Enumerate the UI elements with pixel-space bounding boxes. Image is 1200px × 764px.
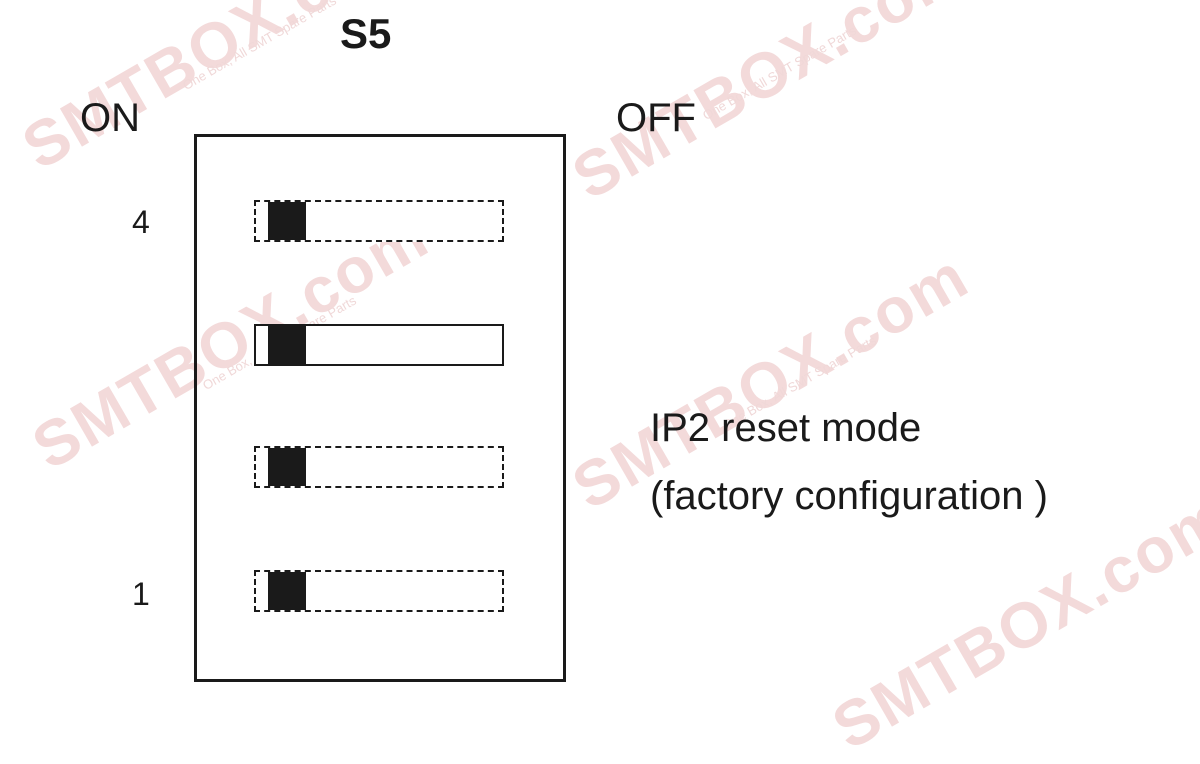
switch-1-knob-on <box>268 572 306 610</box>
switch-2-knob-on <box>268 448 306 486</box>
switch-4-knob-on <box>268 202 306 240</box>
diagram-title: S5 <box>340 10 392 57</box>
switch-housing <box>194 134 566 682</box>
switch-number-top: 4 <box>132 204 150 240</box>
off-label: OFF <box>616 96 696 140</box>
switch-1-slot <box>254 570 504 612</box>
on-label: ON <box>80 96 140 140</box>
dip-switch-diagram: S5 ON OFF 4 1 IP2 reset mode (factory co… <box>80 10 1048 682</box>
switch-3-knob-on <box>268 326 306 364</box>
switch-number-bottom: 1 <box>132 576 150 612</box>
switch-4-slot <box>254 200 504 242</box>
caption-mode: IP2 reset mode <box>650 406 922 450</box>
switch-3-slot <box>254 324 504 366</box>
switch-2-slot <box>254 446 504 488</box>
caption-note: (factory configuration ) <box>650 474 1048 518</box>
